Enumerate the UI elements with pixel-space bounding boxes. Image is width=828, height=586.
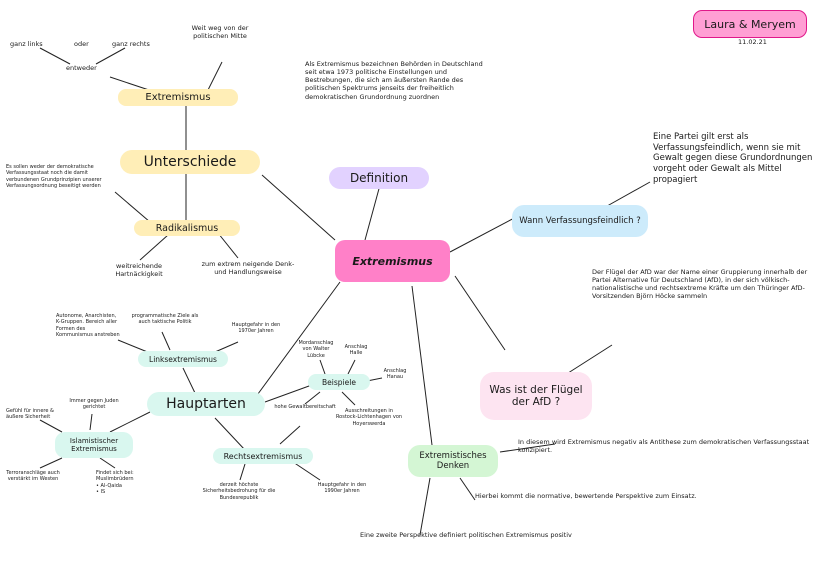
radikalismus-node: Radikalismus <box>134 220 240 236</box>
line-beispiele-gewalt <box>304 391 321 405</box>
denken-node: Extremistisches Denken <box>408 445 498 477</box>
verfassungsfeindlich-text: Eine Partei gilt erst als Verfassungsfei… <box>653 132 813 185</box>
extremismus-branch-node: Extremismus <box>118 89 238 106</box>
islam-juden-text: Immer gegen Juden gerichtet <box>69 398 119 411</box>
line-center-fluegel <box>454 275 506 351</box>
line-extremismus-weitweg <box>207 61 223 91</box>
line-entweder-links <box>39 47 71 65</box>
rechts-gefahr-text: derzeit höchste Sicherheitsbedrohung für… <box>202 482 276 501</box>
denken-normativ-text: Hierbei kommt die normative, bewertende … <box>475 492 697 500</box>
line-entweder-rechts <box>95 47 126 65</box>
weit-weg-label: Weit weg von der politischen Mitte <box>191 24 249 41</box>
links-programm-text: programmatische Ziele als auch taktische… <box>131 313 199 326</box>
line-denken-normativ <box>459 477 476 501</box>
ganz-rechts-label: ganz rechts <box>112 40 150 48</box>
definition-text: Als Extremismus bezeichnen Behörden in D… <box>305 60 483 101</box>
definition-node: Definition <box>329 167 429 189</box>
ganz-links-label: ganz links <box>10 40 43 48</box>
islam-gruppen-text: Findet sich bei: Muslimbrüdern • Al-Qaid… <box>96 470 134 495</box>
hauptarten-node: Hauptarten <box>147 392 265 416</box>
line-beispiele-ausschreitungen <box>341 391 356 406</box>
links-hochphase-text: Hauptgefahr in den 1970er Jahren <box>231 322 281 335</box>
beispiel-hanau-text: Anschlag Hanau <box>383 368 407 381</box>
islam-gefuehl-text: Gefühl für innere & äußere Sicherheit <box>6 408 54 421</box>
line-center-hauptarten <box>254 281 341 399</box>
line-hauptarten-links <box>182 367 196 394</box>
islamismus-node: Islamistischer Extremismus <box>55 432 133 458</box>
denken-negativ-text: In diesem wird Extremismus negativ als A… <box>518 438 810 455</box>
islam-terror-text: Terroranschläge auch verstärkt im Westen <box>6 470 60 483</box>
beispiel-ausschreitungen-text: Ausschreitungen in Rostock-Lichtenhagen … <box>335 408 403 427</box>
radikalismus-note: Es sollen weder der demokratische Verfas… <box>6 164 102 189</box>
line-hauptarten-rechts <box>214 417 246 451</box>
entweder-label: entweder <box>66 64 97 72</box>
date-label: 11.02.21 <box>738 38 767 46</box>
weitreichende-label: weitreichende Hartnäckigkeit <box>115 262 163 279</box>
links-autonome-text: Autonome, Anarchisten, K-Gruppen. Bereic… <box>56 313 120 338</box>
line-radikalismus-zumextrem <box>217 232 239 259</box>
beispiele-node: Beispiele <box>308 374 370 390</box>
line-radikalismus-weitreichend <box>139 234 169 261</box>
line-hauptarten-islam <box>109 411 151 433</box>
line-center-verfassungsfeindlich <box>449 214 521 253</box>
beispiel-halle-text: Anschlag Halle <box>344 344 368 357</box>
fluegel-text: Der Flügel der AfD war der Name einer Gr… <box>592 268 808 301</box>
denken-positiv-text: Eine zweite Perspektive definiert politi… <box>360 531 572 539</box>
line-beispiele-halle <box>347 359 356 375</box>
oder-label: oder <box>74 40 89 48</box>
line-center-denken <box>411 285 433 446</box>
fluegel-node: Was ist der Flügel der AfD ? <box>480 372 592 420</box>
line-rechts-gefahr <box>239 463 246 481</box>
line-rechts-gewalt <box>279 425 301 445</box>
line-denken-positiv <box>419 477 431 536</box>
zum-extrem-label: zum extrem neigende Denk- und Handlungsw… <box>201 260 295 277</box>
line-islam-gefuehl <box>39 419 63 433</box>
line-radikalismus-note <box>114 191 151 223</box>
line-center-definition <box>364 184 381 241</box>
line-islam-terror <box>39 457 63 469</box>
unterschiede-node: Unterschiede <box>120 150 260 174</box>
line-islam-gruppen <box>99 457 116 469</box>
verfassungsfeindlich-node: Wann Verfassungsfeindlich ? <box>512 205 648 237</box>
line-beispiele-mord <box>319 359 326 375</box>
line-islam-juden <box>89 413 93 431</box>
center-node: Extremismus <box>335 240 450 282</box>
line-denken-negativ <box>499 443 556 453</box>
rechtsextremismus-node: Rechtsextremismus <box>213 448 313 464</box>
line-links-autonome <box>117 339 151 354</box>
authors-badge: Laura & Meryem <box>693 10 807 38</box>
line-center-unterschiede <box>261 174 336 241</box>
line-fluegel-text <box>564 344 613 376</box>
beispiel-mord-text: Mordanschlag von Walter Lübcke <box>298 340 334 359</box>
rechts-gewalt-text: hohe Gewaltbereitschaft <box>274 404 336 410</box>
rechts-hochphase-text: Hauptgefahr in den 1990er Jahren <box>317 482 367 495</box>
line-links-programm <box>161 331 171 351</box>
linksextremismus-node: Linksextremismus <box>138 351 228 367</box>
line-links-hochphase <box>214 341 239 353</box>
